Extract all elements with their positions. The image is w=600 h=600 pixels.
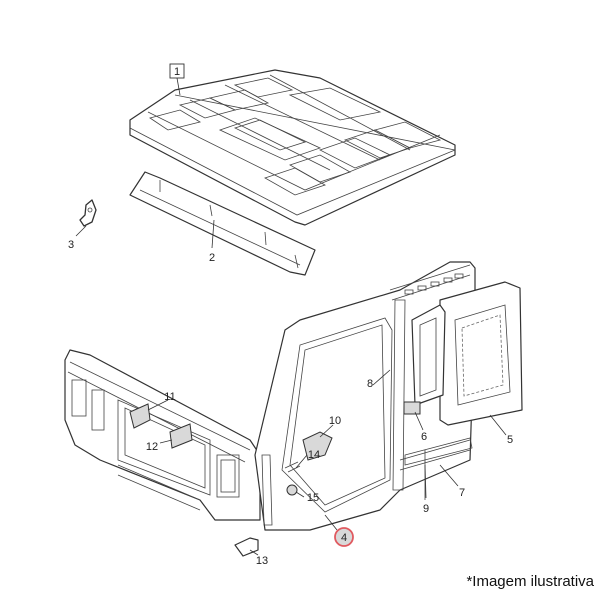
illustrative-image-caption: *Imagem ilustrativa	[466, 573, 594, 590]
rear-side-panel	[439, 281, 523, 426]
vent-slots	[404, 273, 464, 295]
callout-4-ring	[334, 527, 354, 547]
callout-4-label: 4	[341, 532, 347, 544]
front-roof-rail	[129, 171, 316, 276]
callout-15-label: 15	[307, 492, 319, 504]
callout-13-label: 13	[256, 555, 268, 567]
small-bracket	[75, 199, 97, 237]
hinge-bracket	[302, 431, 333, 461]
callout-4-highlight: 4	[334, 527, 354, 547]
callout-10-label: 10	[329, 415, 341, 427]
callout-12-label: 12	[146, 441, 158, 453]
callout-7-label: 7	[459, 487, 465, 499]
leader-lines	[147, 77, 507, 556]
callout-11-label: 11	[164, 391, 175, 403]
callout-6-label: 6	[421, 431, 427, 443]
callout-1-label: 1	[174, 66, 180, 78]
door-window-frame	[403, 304, 446, 415]
callout-9-label: 9	[423, 503, 429, 515]
callout-5-label: 5	[507, 434, 513, 446]
callout-1: 1	[169, 63, 185, 79]
callout-2-label: 2	[209, 252, 215, 264]
fasteners	[284, 461, 301, 496]
callout-8-label: 8	[367, 378, 373, 390]
roof-panel	[129, 69, 456, 226]
callout-3-label: 3	[68, 239, 74, 251]
callout-14-label: 14	[308, 449, 320, 461]
front-wall	[64, 349, 261, 521]
